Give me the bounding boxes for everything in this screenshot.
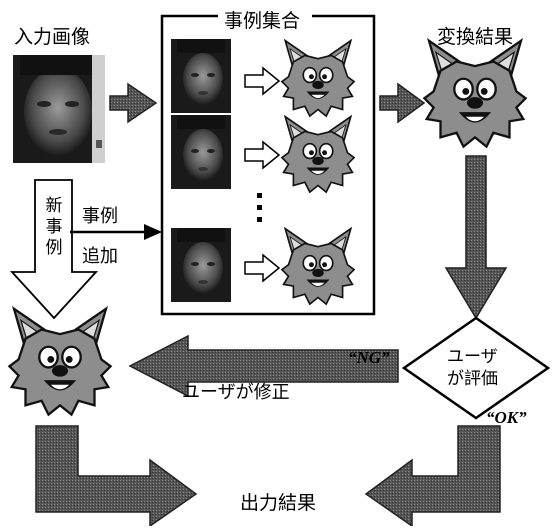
label-add-case-1: 事例 [82,206,118,227]
add-case-arrowhead [144,224,162,240]
ellipsis-dots [257,193,262,222]
label-user-corrects: ユーザが修正 [182,382,290,403]
label-new-case-char-1: 新 [45,196,63,216]
label-input-image: 入力画像 [14,26,91,48]
label-user-evaluation-2: が評価 [447,369,498,389]
case-character-2 [281,115,355,193]
case-photo-1 [171,39,231,113]
label-output-result: 出力結果 [240,492,317,514]
arrow-result-to-evaluation [444,155,508,320]
result-character [423,39,527,148]
arrow-ok-to-output [364,425,501,528]
corrected-character [8,307,112,416]
case-arrow-3 [244,254,280,282]
arrow-left-to-output [35,425,198,528]
arrow-input-to-caseset [109,82,158,124]
input-photo [13,55,105,163]
arrow-new-case [9,179,99,320]
label-ng: “NG” [348,348,390,367]
case-arrow-1 [244,67,280,95]
case-photo-3 [171,228,231,302]
label-new-case-char-3: 例 [45,238,63,258]
label-add-case-2: 追加 [82,246,118,267]
arrow-ng-correction [128,334,399,398]
label-new-case-char-2: 事 [45,217,63,237]
label-user-evaluation-1: ユーザ [447,347,498,367]
case-character-3 [281,227,355,305]
case-photo-2 [171,115,231,189]
case-arrow-2 [244,141,280,169]
label-new-case: 新 事 例 [42,196,66,259]
arrow-caseset-to-result [379,82,426,124]
label-conversion-result: 変換結果 [437,26,514,48]
case-character-1 [281,39,355,117]
label-case-set: 事例集合 [224,10,301,32]
label-ok: “OK” [486,408,527,427]
evaluation-diamond [401,316,551,420]
